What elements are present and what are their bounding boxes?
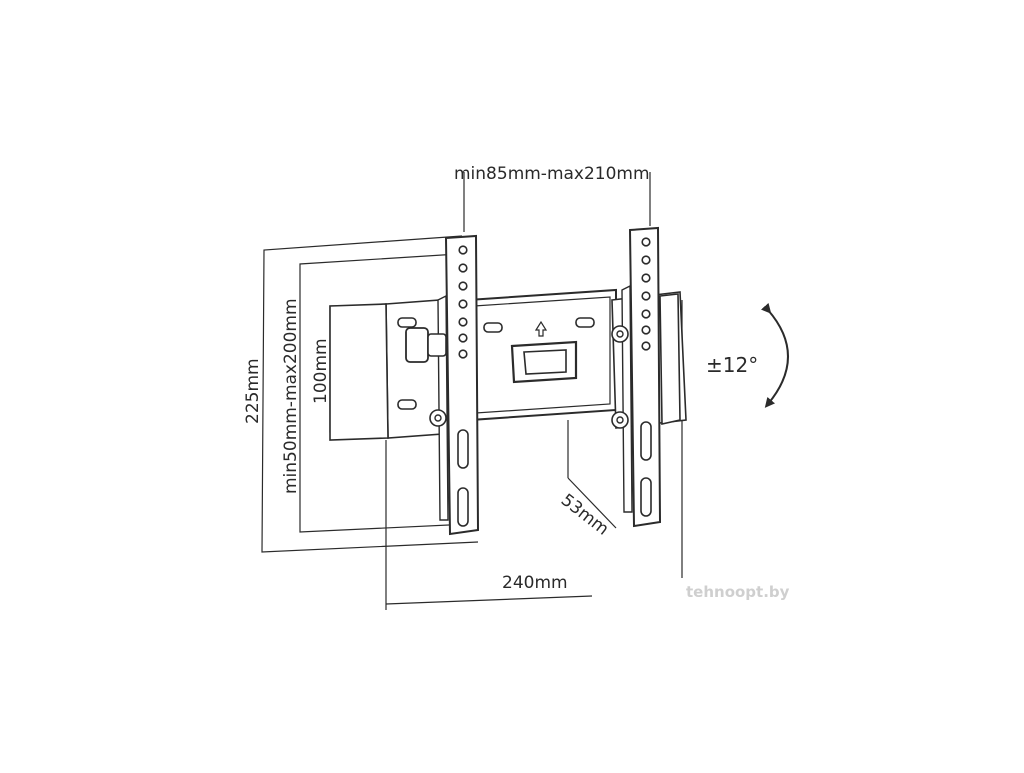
label-vesa-horizontal: min85mm-max210mm xyxy=(454,164,650,184)
tilt-arrow xyxy=(760,302,789,408)
label-plate-height: 100mm xyxy=(311,338,331,404)
watermark: tehnoopt.by xyxy=(686,583,790,601)
label-wall-plate-height: 225mm xyxy=(243,358,263,424)
label-plate-width: 240mm xyxy=(502,573,568,593)
right-vesa-arm xyxy=(611,226,681,528)
label-vesa-vertical: min50mm-max200mm xyxy=(281,298,301,494)
label-tilt: ±12° xyxy=(706,353,758,377)
left-vesa-arm xyxy=(405,234,480,536)
